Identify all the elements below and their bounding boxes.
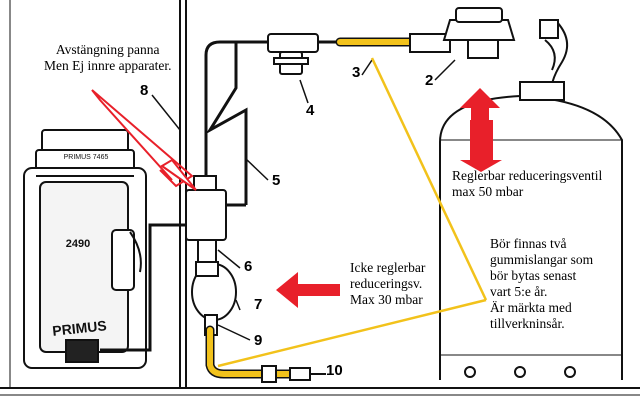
- fixed-note-line2: reduceringsv.: [350, 276, 423, 291]
- callout-3: 3: [352, 64, 361, 81]
- yellow-callout-lines: [217, 57, 488, 368]
- hose-note-line1: Bör finnas två: [490, 236, 567, 251]
- shutoff-valve-assembly: [185, 175, 237, 336]
- main-pipe: [204, 40, 350, 190]
- callout-8: 8: [140, 82, 149, 99]
- hose-note-line4: vart 5:e år.: [490, 284, 548, 299]
- fixed-note-line1: Icke reglerbar: [350, 260, 426, 275]
- zigzag-pipe: [205, 42, 248, 205]
- red-arrow-up-icon: [460, 88, 500, 165]
- callout-10: 10: [326, 362, 343, 379]
- callout-4: 4: [306, 102, 315, 119]
- callout-7: 7: [254, 296, 263, 313]
- heater-feed-pipe: [100, 223, 186, 352]
- shutoff-note-line1: Avstängning panna: [55, 42, 160, 57]
- heater-plate-label: PRIMUS 7465: [64, 154, 109, 161]
- fixed-regulator-note: Icke reglerbar reduceringsv. Max 30 mbar: [350, 260, 425, 308]
- hose-replacement-note: Bör finnas två gummislangar som bör byta…: [490, 236, 593, 332]
- shutoff-note: Avstängning panna Men Ej innre apparater…: [44, 42, 171, 74]
- callout-2: 2: [425, 72, 434, 89]
- primus-heater-icon: [23, 129, 147, 369]
- red-outline-arrow-icon: [91, 89, 197, 191]
- callout-leaders: [151, 59, 456, 375]
- adjustable-note-line2: max 50 mbar: [452, 184, 524, 199]
- callout-9: 9: [254, 332, 263, 349]
- hose-note-line2: gummislangar som: [490, 252, 594, 267]
- callout-5: 5: [272, 172, 281, 189]
- fixed-note-line3: Max 30 mbar: [350, 292, 423, 307]
- pressure-regulator-icon: [409, 7, 569, 99]
- heater-model-label: 2490: [66, 238, 90, 250]
- red-arrow-left-icon: [276, 272, 340, 308]
- hose-lower-fill: [207, 327, 303, 377]
- adjustable-note-line1: Reglerbar reduceringsventil: [452, 168, 603, 183]
- adjustable-regulator-note: Reglerbar reduceringsventil max 50 mbar: [452, 168, 602, 200]
- hose-note-line6: tillverkninsår.: [490, 316, 565, 331]
- tee-fitting: [267, 33, 319, 75]
- hose-note-line5: Är märkta med: [490, 300, 572, 315]
- hose-end-fitting: [261, 365, 326, 383]
- shutoff-note-line2: Men Ej innre apparater.: [44, 58, 172, 73]
- callout-6: 6: [244, 258, 253, 275]
- heater-brand-label: PRIMUS: [52, 317, 108, 339]
- hose-note-line3: bör bytas senast: [490, 268, 577, 283]
- gas-cylinder-icon: [439, 81, 623, 380]
